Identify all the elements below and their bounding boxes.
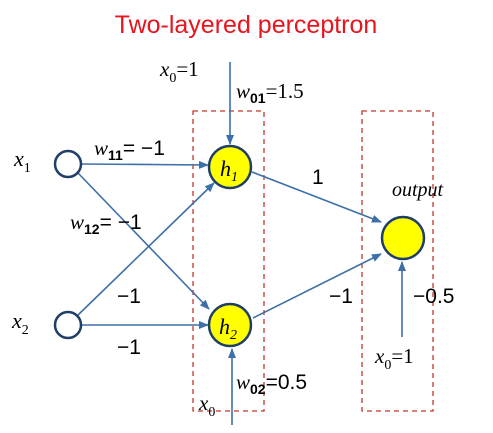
output-node [380,215,426,261]
edge-x2-h1 [77,182,215,316]
hidden-node-h1 [207,144,253,190]
weight-x2-h2-label: −1 [117,336,141,359]
w02-label: w02=0.5 [236,370,307,397]
input-node-x2 [53,310,83,340]
w12-label: w12= −1 [70,210,142,237]
h2-label: h2 [219,314,237,343]
w11-label: w11= −1 [94,136,165,163]
x2-label: x2 [11,308,29,338]
input-node-x1 [53,149,83,179]
w01-label: w01=1.5 [236,79,304,106]
weight-x2-h1-label: −1 [117,285,141,308]
hidden-layer-box [192,110,265,412]
h1-label: h1 [220,156,238,185]
bias-output-label: x0=1 [374,344,414,373]
output-layer-box [361,110,434,412]
bias-top-label: x0=1 [159,57,199,86]
hidden-node-h2 [207,302,253,348]
edge-x1-h2 [77,172,210,310]
edge-x1-h1 [80,160,209,169]
x1-label: x1 [13,146,31,176]
weight-h1-output-label: 1 [312,166,324,189]
output-label: output [392,179,444,201]
diagram-title: Two-layered perceptron [115,11,378,39]
edge-h2-output [252,253,382,319]
weight-bias-output-label: −0.5 [413,285,454,308]
edge-h1-output [251,171,382,223]
weight-h2-output-label: −1 [329,285,353,308]
bias-bottom-label: x0 [198,391,215,420]
